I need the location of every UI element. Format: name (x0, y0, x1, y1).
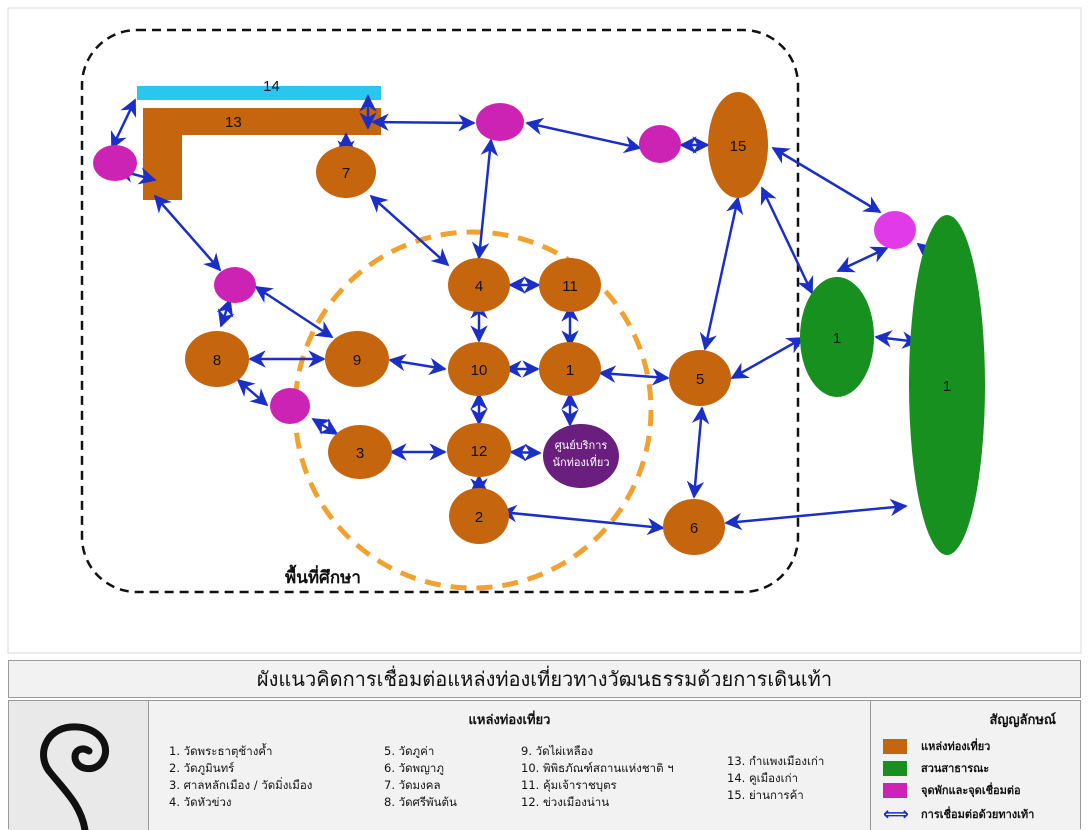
bar-13-wall (143, 108, 381, 200)
node-point-swatch (883, 782, 907, 798)
node-5-label: 5 (696, 371, 704, 388)
symbol-attraction: แหล่งท่องเที่ยว (883, 737, 990, 755)
node-7 (316, 146, 376, 198)
node-1-label: 1 (566, 362, 574, 379)
node-5 (669, 350, 731, 406)
node-3-label: 3 (356, 445, 364, 462)
park-small (800, 277, 874, 397)
attraction-swatch (883, 738, 907, 754)
node-3 (328, 425, 392, 479)
node-11-label: 11 (562, 278, 578, 295)
site-item: 7. วัดมงคล (384, 778, 441, 792)
site-item: 5. วัดภูค่า (384, 744, 435, 758)
node-15-label: 15 (730, 138, 747, 155)
node-10 (448, 342, 510, 396)
node-point-southwest (270, 388, 310, 424)
diagram-title: ผังแนวคิดการเชื่อมต่อแหล่งท่องเที่ยวทางว… (8, 660, 1081, 698)
picture-frame (7, 7, 1082, 654)
node-2 (449, 488, 509, 544)
sites-column-3: 9. วัดไผ่เหลือง 10. พิพิธภัณฑ์สถานแห่งชา… (521, 743, 674, 811)
site-item: 4. วัดหัวข่วง (169, 795, 232, 809)
site-item: 13. กำแพงเมืองเก่า (727, 754, 825, 768)
node-10-label: 10 (471, 362, 488, 379)
node-point-central-west (214, 267, 256, 303)
site-item: 11. คุ้มเจ้าราชบุตร (521, 778, 617, 792)
symbol-node-point: จุดพักและจุดเชื่อมต่อ (883, 781, 1021, 799)
site-item: 15. ย่านการค้า (727, 788, 804, 802)
visitor-center-label-2: นักท่องเที่ยว (552, 454, 609, 469)
node-12 (447, 423, 511, 477)
study-area-label: พื้นที่ศึกษา (285, 564, 361, 588)
site-item: 2. วัดภูมินทร์ (169, 761, 235, 775)
site-item: 6. วัดพญาภู (384, 761, 444, 775)
symbol-label: จุดพักและจุดเชื่อมต่อ (921, 784, 1021, 797)
study-area-boundary (80, 28, 800, 594)
sites-legend-title: แหล่งท่องเที่ยว (468, 713, 551, 728)
site-item: 10. พิพิธภัณฑ์สถานแห่งชาติ ฯ (521, 761, 674, 775)
park-small-label: 1 (833, 330, 841, 347)
node-6-label: 6 (690, 520, 698, 537)
symbol-label: การเชื่อมต่อด้วยทางเท้า (921, 808, 1035, 821)
site-item: 8. วัดศรีพันต้น (384, 795, 457, 809)
node-2-label: 2 (475, 509, 483, 526)
site-item: 3. ศาลหลักเมือง / วัดมิ่งเมือง (169, 778, 313, 792)
symbols-legend: สัญญลักษณ์ แหล่งท่องเที่ยว สวนสาธารณะ จุ… (871, 701, 1080, 830)
visitor-center (543, 424, 619, 488)
node-7-label: 7 (342, 165, 350, 182)
site-item: 14. คูเมืองเก่า (727, 771, 799, 785)
node-12-label: 12 (471, 443, 488, 460)
park-large-label: 1 (943, 378, 951, 395)
site-item: 12. ข่วงเมืองน่าน (521, 795, 610, 809)
sites-column-1: 1. วัดพระธาตุช้างค้ำ 2. วัดภูมินทร์ 3. ศ… (169, 743, 312, 811)
symbol-label: สวนสาธารณะ (921, 762, 990, 775)
node-8 (185, 331, 249, 387)
symbol-label: แหล่งท่องเที่ยว (921, 740, 991, 753)
node-15 (708, 92, 768, 198)
node-1 (539, 342, 601, 396)
node-9-label: 9 (353, 352, 361, 369)
visitor-center-label-1: ศูนย์บริการ (555, 439, 608, 452)
logo-glyph-icon (40, 723, 110, 830)
park-swatch (883, 760, 907, 776)
concept-diagram: พื้นที่ศึกษา 14 13 (7, 7, 1082, 654)
node-4-label: 4 (475, 278, 483, 295)
symbol-walkway: ⟺ การเชื่อมต่อด้วยทางเท้า (883, 805, 1034, 823)
double-arrow-icon: ⟺ (883, 803, 909, 825)
node-point-west (93, 145, 137, 181)
sites-column-4: 13. กำแพงเมืองเก่า 14. คูเมืองเก่า 15. ย… (727, 753, 824, 804)
sites-legend: แหล่งท่องเที่ยว 1. วัดพระธาตุช้างค้ำ 2. … (149, 701, 871, 830)
park-large (909, 215, 985, 555)
node-9 (325, 331, 389, 387)
node-4 (448, 258, 510, 312)
bar-14-label: 14 (263, 78, 280, 95)
symbols-legend-title: สัญญลักษณ์ (989, 713, 1056, 728)
node-point-north (476, 103, 524, 141)
bar-13-label: 13 (225, 114, 242, 131)
sites-column-2: 5. วัดภูค่า 6. วัดพญาภู 7. วัดมงคล 8. วั… (384, 743, 457, 811)
site-item: 1. วัดพระธาตุช้างค้ำ (169, 744, 273, 758)
site-item: 9. วัดไผ่เหลือง (521, 744, 594, 758)
node-6 (663, 499, 725, 555)
node-8-label: 8 (213, 352, 221, 369)
node-11 (539, 258, 601, 312)
node-point-northeast (639, 125, 681, 163)
node-point-east (874, 211, 916, 249)
legend-panel: แหล่งท่องเที่ยว 1. วัดพระธาตุช้างค้ำ 2. … (8, 700, 1081, 830)
symbol-park: สวนสาธารณะ (883, 759, 989, 777)
logo-mark (9, 701, 149, 830)
bar-14-moat (137, 86, 381, 100)
